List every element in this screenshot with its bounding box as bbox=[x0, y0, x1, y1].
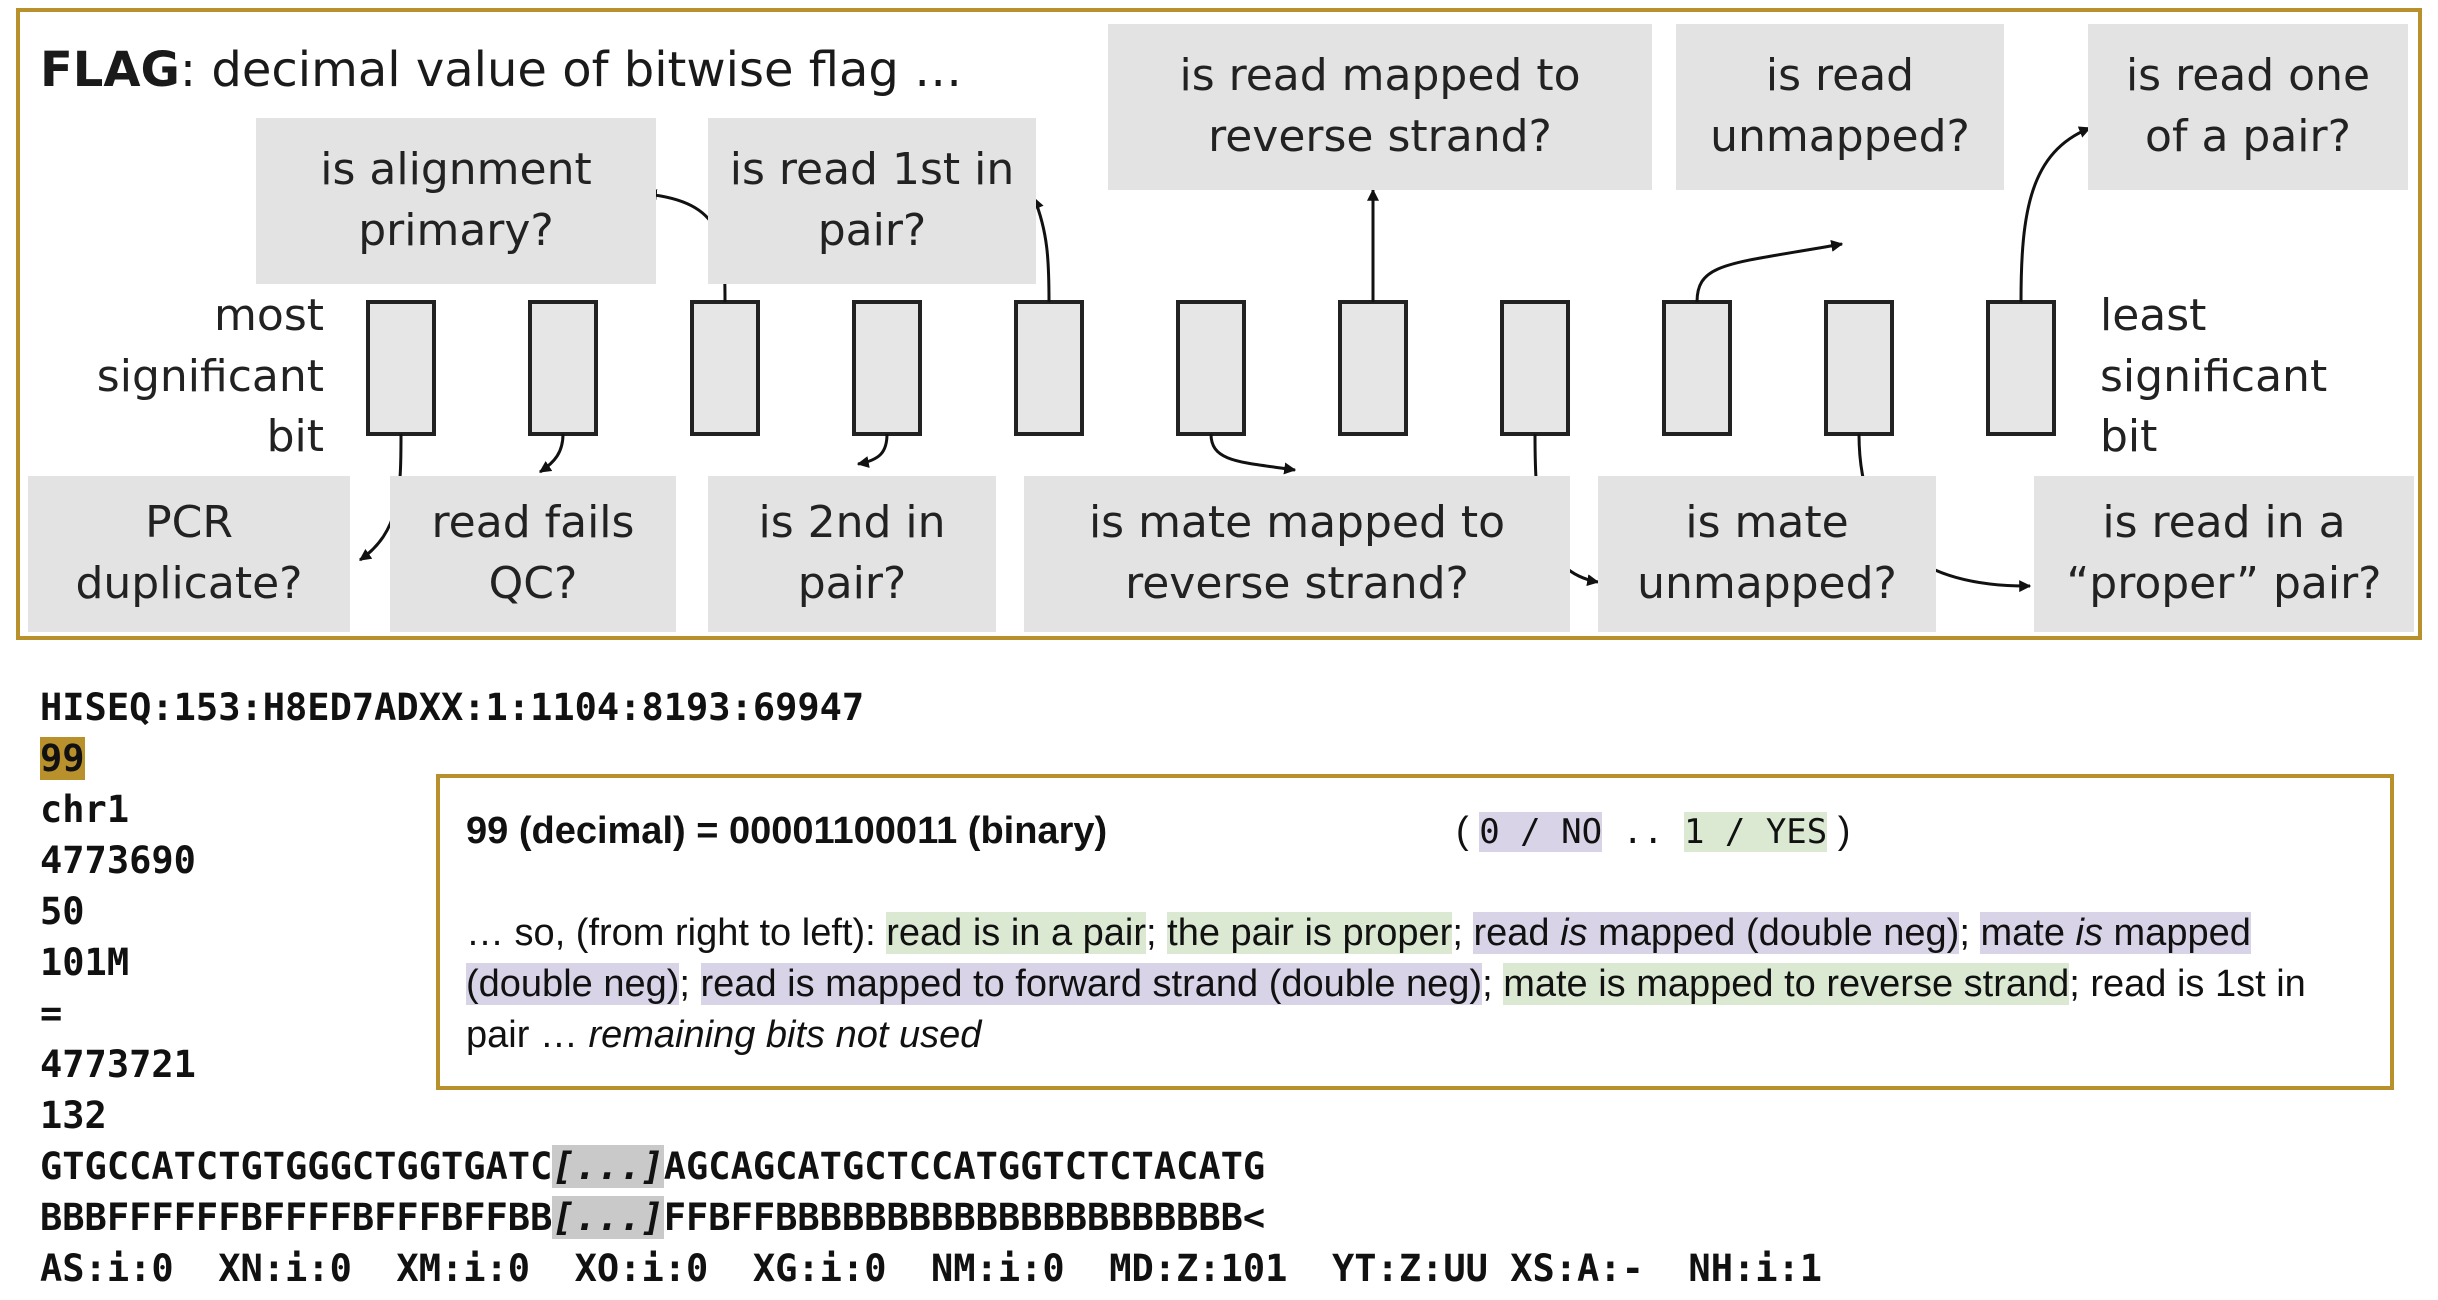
sam-pnext: 4773721 bbox=[40, 1043, 196, 1086]
bit-box bbox=[366, 300, 436, 436]
sam-flag: 99 bbox=[40, 733, 85, 784]
label-proper-pair: is read in a “proper” pair? bbox=[2034, 476, 2414, 632]
color-legend: ( 0 / NO .. 1 / YES ) bbox=[1456, 810, 1851, 852]
sam-qname: HISEQ:153:H8ED7ADXX:1:1104:8193:69947 bbox=[40, 686, 865, 729]
binary-equation: 99 (decimal) = 00001100011 (binary) bbox=[466, 810, 1108, 852]
bit-box bbox=[528, 300, 598, 436]
bit-read-mapped: read is mapped (double neg) bbox=[1473, 912, 1960, 954]
seq-elision: [...] bbox=[552, 1145, 664, 1188]
flag-explanation-box: 99 (decimal) = 00001100011 (binary) ( 0 … bbox=[436, 774, 2394, 1090]
label-read-unmapped: is read unmapped? bbox=[1676, 24, 2004, 190]
arrow-read-fails-qc bbox=[539, 433, 565, 474]
arrow-first-in-pair bbox=[1032, 196, 1051, 303]
sam-seq: GTGCCATCTGTGGGCTGGTGATC[...]AGCAGCATGCTC… bbox=[40, 1145, 1266, 1188]
arrow-read-one-of-pair bbox=[2019, 126, 2092, 303]
sam-qual: BBBFFFFFFBFFFFBFFFBFFBB[...]FFBFFBBBBBBB… bbox=[40, 1196, 1266, 1239]
bit-box bbox=[852, 300, 922, 436]
label-read-mapped-reverse: is read mapped to reverse strand? bbox=[1108, 24, 1652, 190]
bit-box bbox=[1176, 300, 1246, 436]
label-read-one-of-pair: is read one of a pair? bbox=[2088, 24, 2408, 190]
legend-no: 0 / NO bbox=[1479, 812, 1603, 852]
bit-box bbox=[690, 300, 760, 436]
bit-box bbox=[1014, 300, 1084, 436]
msb-label: most significant bit bbox=[96, 290, 324, 463]
sam-tags: AS:i:0 XN:i:0 XM:i:0 XO:i:0 XG:i:0 NM:i:… bbox=[40, 1247, 1823, 1290]
bit-in-pair: read is in a pair bbox=[886, 912, 1147, 954]
arrow-mate-reverse bbox=[1209, 433, 1297, 475]
sam-pos: 4773690 bbox=[40, 839, 196, 882]
arrow-read-unmapped bbox=[1695, 239, 1844, 303]
bit-box bbox=[1662, 300, 1732, 436]
label-mate-unmapped: is mate unmapped? bbox=[1598, 476, 1936, 632]
flag-title: FLAG: decimal value of bitwise flag … bbox=[40, 42, 963, 98]
lsb-label: least significant bit bbox=[2100, 290, 2328, 463]
label-second-in-pair: is 2nd in pair? bbox=[708, 476, 996, 632]
bit-box bbox=[1986, 300, 2056, 436]
sam-rnext: = bbox=[40, 992, 63, 1035]
bit-box bbox=[1500, 300, 1570, 436]
sam-rname: chr1 bbox=[40, 788, 130, 831]
bit-interpretation-text: … so, (from right to left): read is in a… bbox=[466, 912, 2306, 1056]
sam-tlen: 132 bbox=[40, 1094, 107, 1137]
label-read-first-in-pair: is read 1st in pair? bbox=[708, 118, 1036, 284]
legend-yes: 1 / YES bbox=[1683, 812, 1828, 852]
label-mate-mapped-reverse: is mate mapped to reverse strand? bbox=[1024, 476, 1570, 632]
bit-box bbox=[1824, 300, 1894, 436]
label-read-fails-qc: read fails QC? bbox=[390, 476, 676, 632]
bit-mate-reverse: mate is mapped to reverse strand bbox=[1503, 963, 2070, 1005]
flag-diagram-panel: FLAG: decimal value of bitwise flag … mo… bbox=[16, 8, 2422, 640]
label-pcr-duplicate: PCR duplicate? bbox=[28, 476, 350, 632]
remaining-bits-note: remaining bits not used bbox=[588, 1014, 982, 1056]
arrow-second-in-pair bbox=[856, 433, 889, 468]
sam-cigar: 101M bbox=[40, 941, 130, 984]
qual-elision: [...] bbox=[552, 1196, 664, 1239]
label-alignment-primary: is alignment primary? bbox=[256, 118, 656, 284]
bit-read-forward: read is mapped to forward strand (double… bbox=[700, 963, 1483, 1005]
bit-proper-pair: the pair is proper bbox=[1167, 912, 1453, 954]
flag-value-highlight: 99 bbox=[40, 737, 85, 780]
flag-bits-diagram bbox=[359, 126, 2092, 593]
bit-box bbox=[1338, 300, 1408, 436]
sam-mapq: 50 bbox=[40, 890, 85, 933]
